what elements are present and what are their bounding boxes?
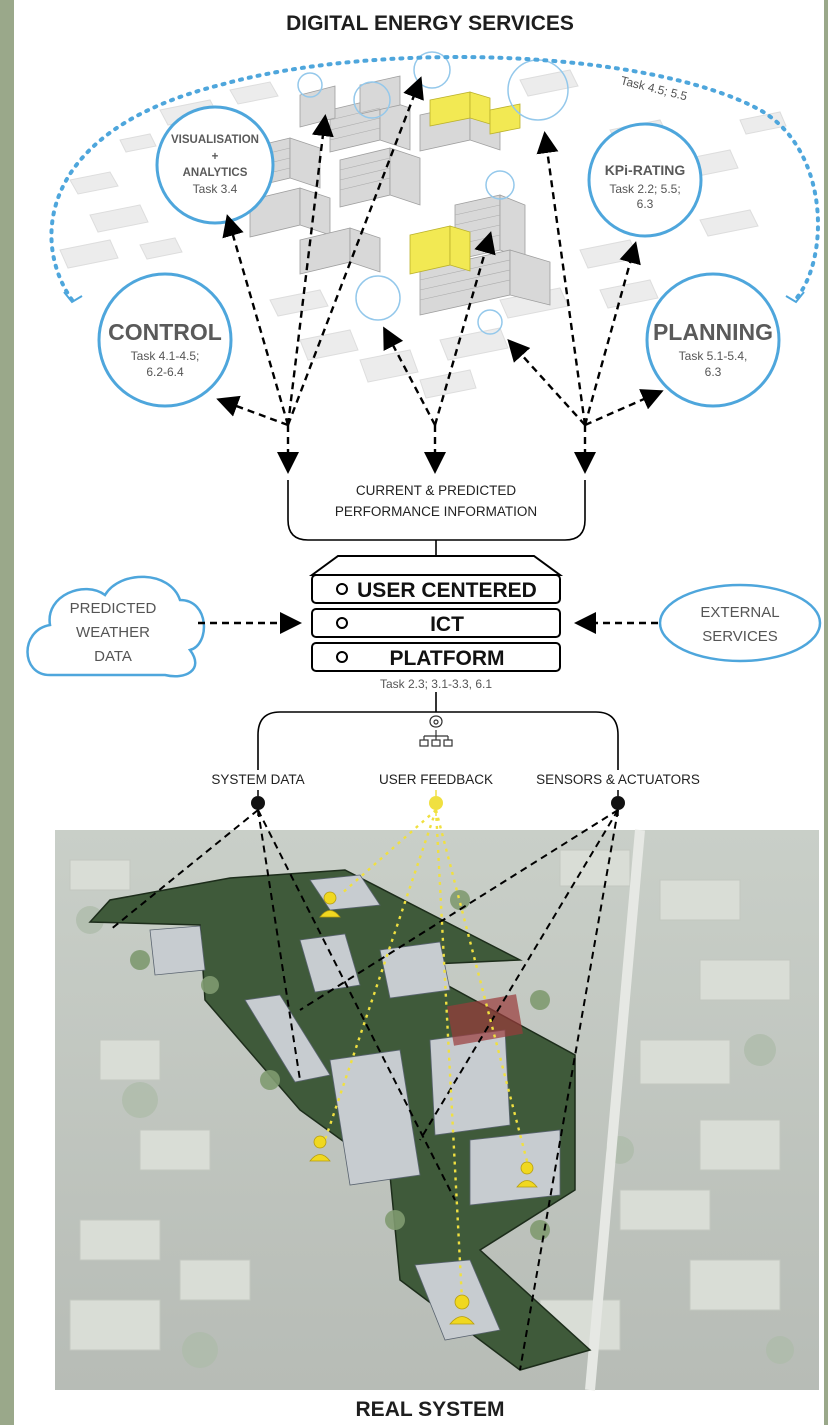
user-feedback-label: USER FEEDBACK (379, 772, 493, 787)
right-border-strip (824, 0, 828, 1425)
service-arrows (216, 76, 664, 474)
platform-row-platform (311, 642, 561, 672)
performance-info-line2: PERFORMANCE INFORMATION (335, 504, 537, 519)
feedback-loop: Task 4.5; 5.5 (49, 55, 820, 304)
service-visualisation: VISUALISATION + ANALYTICS Task 3.4 (155, 105, 275, 225)
platform-row1-text: USER CENTERED (357, 579, 537, 602)
control-title: CONTROL (108, 319, 222, 345)
weather-line1: PREDICTED (70, 600, 157, 617)
user-marker-icon (449, 1294, 475, 1325)
kpi-task-1: Task 2.2; 5.5; (609, 182, 680, 196)
loop-task-label: Task 4.5; 5.5 (619, 73, 689, 103)
weather-cloud: PREDICTED WEATHER DATA (26, 575, 206, 678)
control-task-2: 6.2-6.4 (146, 365, 184, 379)
external-ellipse (658, 583, 822, 663)
planning-task-1: Task 5.1-5.4, (679, 349, 748, 363)
performance-info: CURRENT & PREDICTED PERFORMANCE INFORMAT… (287, 480, 586, 560)
planning-title: PLANNING (653, 319, 773, 345)
visualisation-circle (155, 105, 275, 225)
system-data-label: SYSTEM DATA (211, 772, 304, 787)
user-marker-icon (309, 1135, 331, 1162)
user-marker-icon (516, 1161, 538, 1188)
performance-info-line1: CURRENT & PREDICTED (356, 483, 517, 498)
planning-circle (645, 272, 781, 408)
platform-row3-text: PLATFORM (389, 647, 504, 670)
visualisation-title-2: + (212, 151, 219, 163)
service-kpi-rating: KPi-RATING Task 2.2; 5.5; 6.3 (587, 122, 703, 238)
user-markers (309, 891, 538, 1325)
platform-task: Task 2.3; 3.1-3.3, 6.1 (380, 677, 492, 691)
user-marker-icon (319, 891, 341, 918)
kpi-circle (587, 122, 703, 238)
platform-led-3 (336, 651, 348, 663)
page-title: DIGITAL ENERGY SERVICES (286, 12, 574, 35)
ict-platform: USER CENTERED ICT PLATFORM Task 2.3; 3.1… (308, 555, 564, 691)
inputs-bracket: SYSTEM DATA USER FEEDBACK SENSORS & ACTU… (211, 692, 700, 816)
sensors-label: SENSORS & ACTUATORS (536, 772, 700, 787)
feedback-connection-lines (323, 809, 530, 1301)
platform-row-user-centered (311, 574, 561, 604)
kpi-title: KPi-RATING (605, 162, 686, 178)
footer-title: REAL SYSTEM (356, 1398, 505, 1421)
control-task-1: Task 4.1-4.5; (131, 349, 200, 363)
service-control: CONTROL Task 4.1-4.5; 6.2-6.4 (97, 272, 233, 408)
visualisation-title-3: ANALYTICS (183, 167, 248, 179)
platform-row2-text: ICT (430, 613, 464, 636)
platform-row-ict (311, 608, 561, 638)
visualisation-title-1: VISUALISATION (171, 134, 259, 146)
system-connection-lines (109, 809, 619, 1371)
control-circle (97, 272, 233, 408)
aerial-real-system-image (55, 809, 819, 1391)
external-line2: SERVICES (702, 628, 778, 645)
user-feedback-icon (419, 715, 453, 747)
service-planning: PLANNING Task 5.1-5.4, 6.3 (645, 272, 781, 408)
weather-line3: DATA (94, 648, 132, 665)
external-line1: EXTERNAL (700, 604, 779, 621)
cloud-icon (26, 575, 206, 678)
weather-line2: WEATHER (76, 624, 150, 641)
visualisation-task: Task 3.4 (193, 182, 238, 196)
planning-task-2: 6.3 (705, 365, 722, 379)
platform-led-2 (336, 617, 348, 629)
kpi-task-2: 6.3 (637, 197, 654, 211)
left-border-strip (0, 0, 14, 1425)
platform-led-1 (336, 583, 348, 595)
external-services: EXTERNAL SERVICES (658, 583, 822, 663)
